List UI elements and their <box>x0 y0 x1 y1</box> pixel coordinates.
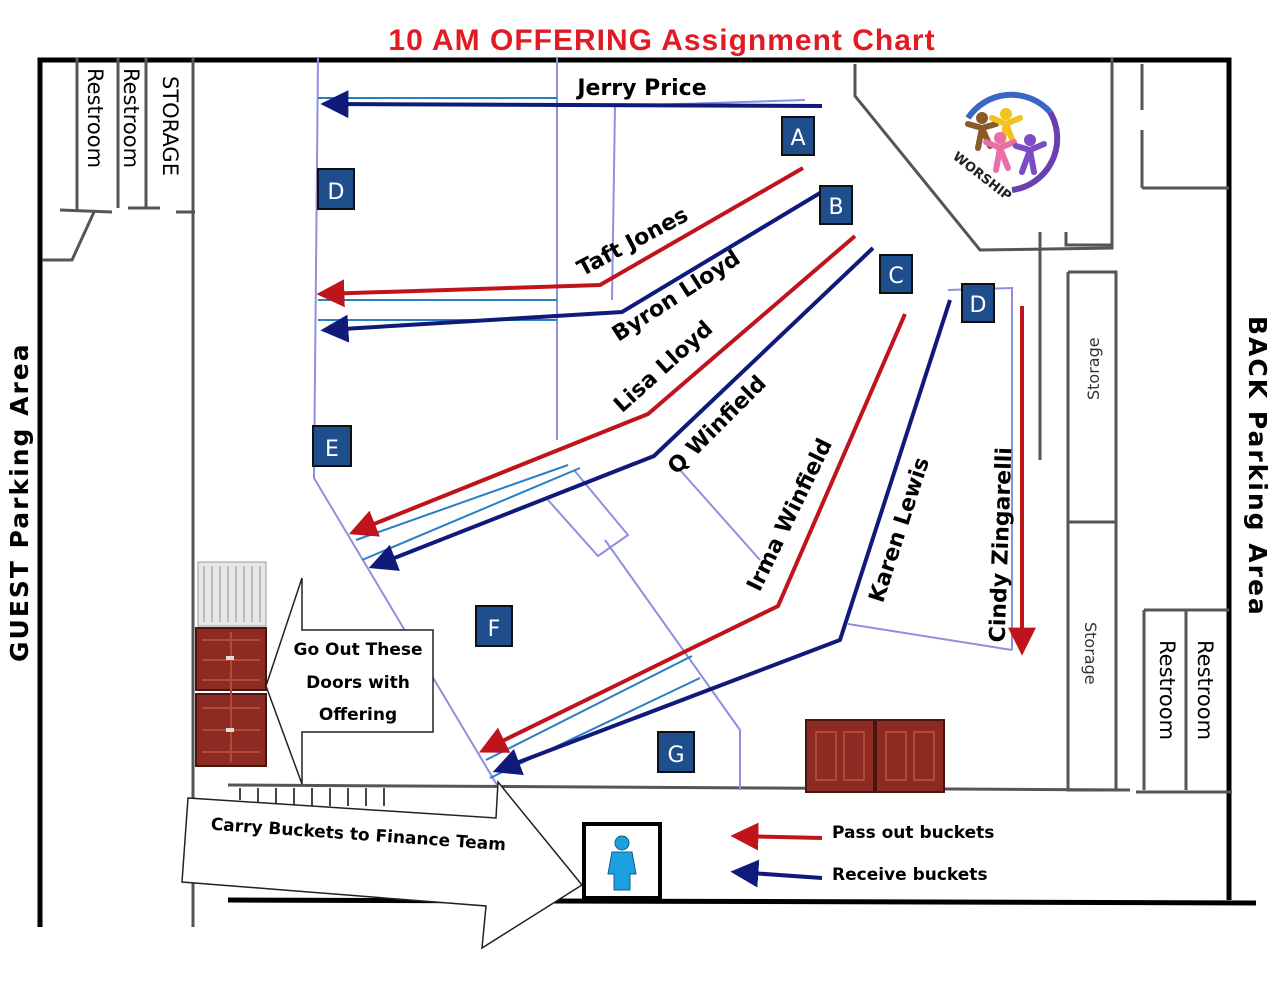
volunteer-jerry-price: Jerry Price <box>575 76 706 101</box>
steps <box>239 788 385 806</box>
doors-note-line2: Doors with <box>306 673 410 693</box>
route-q-receive <box>368 246 875 571</box>
section-d-right: D <box>970 293 987 318</box>
aisle-guides <box>318 97 701 779</box>
restroom-label-right-1: Restroom <box>1193 640 1217 740</box>
legend: Pass out buckets Receive buckets <box>730 822 994 888</box>
route-karen-receive <box>492 299 952 776</box>
worship-logo: WORSHIP <box>950 91 1061 204</box>
storage-label-right-2: Storage <box>1081 622 1100 685</box>
volunteer-byron-lloyd: Byron Lloyd <box>608 246 745 347</box>
storage-label-right-1: Storage <box>1084 337 1103 400</box>
chart-title: 10 AM OFFERING Assignment Chart <box>388 24 935 57</box>
section-a: A <box>790 126 805 151</box>
finance-arrow: Carry Buckets to Finance Team <box>181 780 584 950</box>
section-d-left: D <box>328 180 345 205</box>
section-g: G <box>667 743 684 768</box>
guest-parking-label: GUEST Parking Area <box>5 342 34 662</box>
pew-outlines <box>312 57 1013 790</box>
legend-pass-out: Pass out buckets <box>832 823 994 843</box>
volunteer-irma-winfield: Irma Winfield <box>742 435 837 596</box>
section-f: F <box>488 617 501 642</box>
doors-callout: Go Out These Doors with Offering <box>265 577 434 785</box>
section-e: E <box>325 437 339 462</box>
exit-doors-left <box>195 561 267 767</box>
storage-label-top: STORAGE <box>158 76 182 176</box>
section-c: C <box>888 264 903 289</box>
person-icon <box>582 822 662 900</box>
doors-note-line1: Go Out These <box>293 640 422 660</box>
restroom-label-right-2: Restroom <box>1155 640 1179 740</box>
legend-pass-out-arrow <box>730 822 823 851</box>
exit-doors-bottom <box>805 719 945 793</box>
route-taft-pass <box>316 166 804 308</box>
back-parking-label: BACK Parking Area <box>1243 316 1272 617</box>
building-walls <box>37 57 1257 927</box>
doors-note-line3: Offering <box>319 705 397 725</box>
restroom-label-1: Restroom <box>83 68 107 168</box>
route-byron-receive <box>320 188 827 343</box>
legend-receive-arrow <box>730 859 823 888</box>
legend-receive: Receive buckets <box>832 865 988 885</box>
section-markers: A B C D D E F G <box>312 116 995 773</box>
route-jerry-receive <box>320 90 823 119</box>
restroom-label-2: Restroom <box>119 68 143 168</box>
route-lisa-pass <box>348 234 857 537</box>
interior-walls <box>42 58 1232 927</box>
route-arrows <box>316 90 1036 776</box>
section-b: B <box>828 195 843 220</box>
route-irma-pass <box>478 313 907 753</box>
